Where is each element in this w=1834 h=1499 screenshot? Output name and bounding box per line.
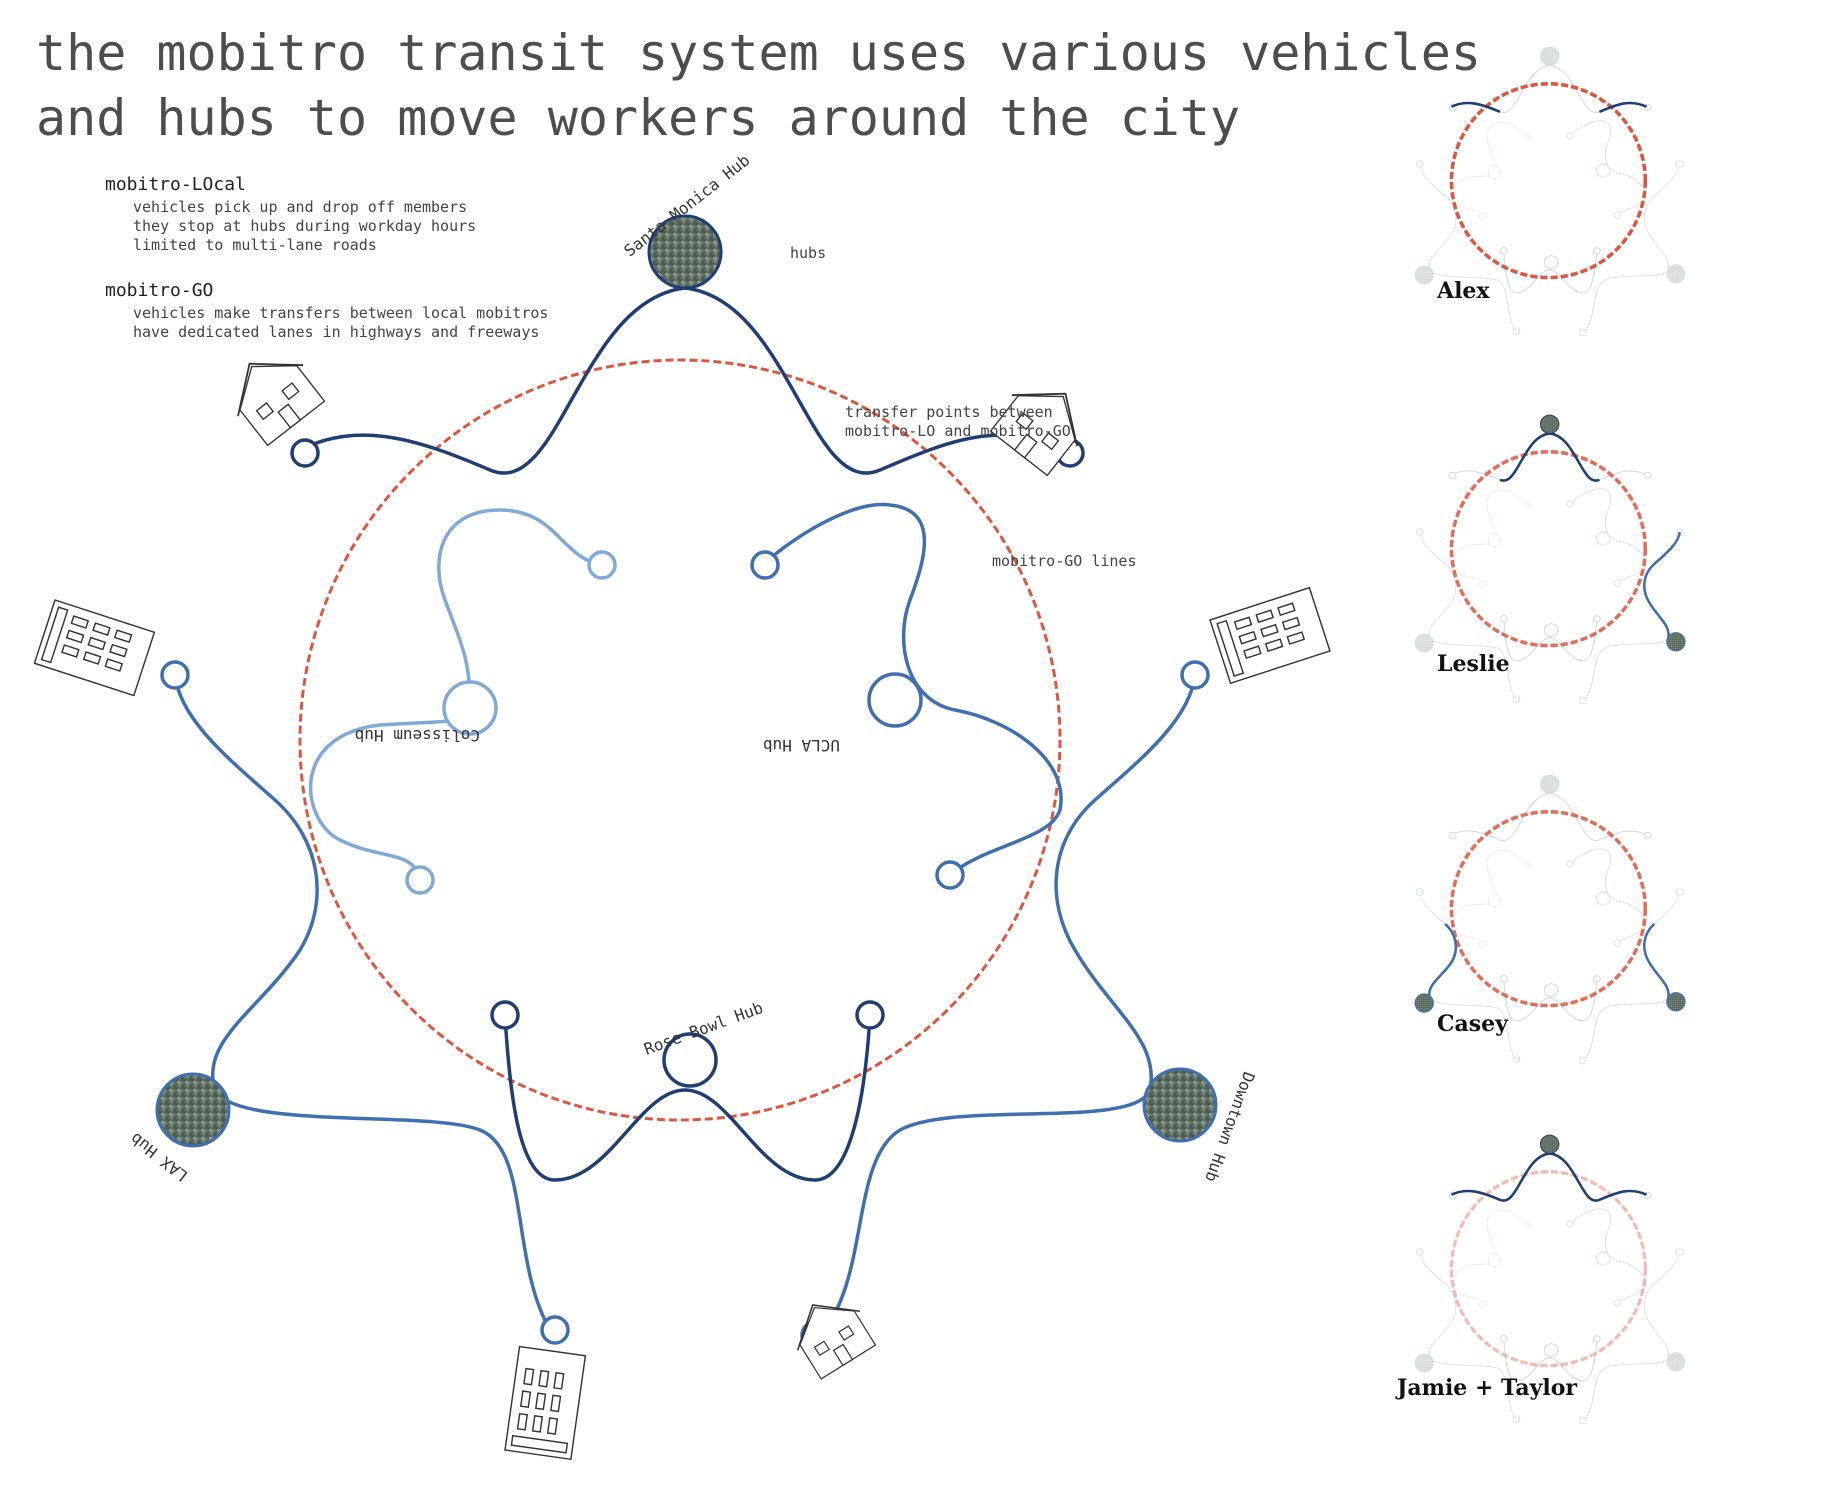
go-lines-annotation: mobitro-GO lines	[992, 552, 1137, 570]
person-label-jamie-taylor: Jamie + Taylor	[1395, 1375, 1577, 1401]
rose-bowl-local-line	[503, 1014, 872, 1182]
lax-hub-photo-icon	[155, 1072, 231, 1148]
legend-local-line-2: they stop at hubs during workday hours	[133, 217, 476, 235]
legend-local-line-3: limited to multi-lane roads	[133, 236, 377, 254]
legend-go-line-1: vehicles make transfers between local mo…	[133, 304, 548, 322]
office-building-icon	[1209, 586, 1331, 684]
terminal-stop	[405, 865, 435, 895]
rose-bowl-hub-node	[662, 1032, 718, 1088]
terminal-stop	[935, 860, 965, 890]
person-label-alex: Alex	[1436, 278, 1490, 304]
ucla-hub-node	[867, 672, 923, 728]
thumbnail-casey	[1414, 774, 1686, 1065]
coliseum-hub-node	[442, 680, 498, 736]
mobitro-go-ring	[298, 358, 1062, 1122]
terminal-stop	[160, 660, 190, 690]
downtown-hub-photo-icon	[1142, 1067, 1218, 1143]
legend-go-heading: mobitro-GO	[105, 280, 213, 301]
lax-local-line	[173, 674, 552, 1331]
terminal-stop	[1180, 660, 1210, 690]
hubs-annotation: hubs	[790, 244, 826, 262]
ucla-local-line	[763, 502, 1063, 877]
coliseum-hub-label: Colisseum Hub	[355, 726, 480, 745]
person-label-casey: Casey	[1437, 1011, 1509, 1037]
house-icon	[216, 337, 330, 450]
thumbnail-leslie	[1414, 414, 1686, 705]
ucla-hub-label: UCLA Hub	[763, 736, 840, 755]
terminal-stop	[290, 438, 320, 468]
transfer-annotation-line-1: transfer points between	[845, 403, 1053, 421]
legend: mobitro-LOcal vehicles pick up and drop …	[105, 174, 548, 341]
office-building-icon	[33, 599, 156, 697]
office-building-icon	[504, 1345, 587, 1460]
person-label-leslie: Leslie	[1437, 651, 1510, 677]
main-network: Santa Monica Hub Colisseum Hub UCLA Hub …	[33, 151, 1331, 1460]
legend-go-line-2: have dedicated lanes in highways and fre…	[133, 323, 539, 341]
house-icon	[780, 1284, 881, 1383]
terminal-stop	[490, 1000, 520, 1030]
downtown-local-line	[818, 674, 1197, 1337]
thumbnail-jamie-taylor	[1414, 1134, 1686, 1425]
legend-local-heading: mobitro-LOcal	[105, 174, 246, 195]
santa-monica-hub-photo-icon	[647, 214, 723, 290]
title-line-2: and hubs to move workers around the city	[36, 89, 1240, 147]
terminal-stop	[587, 550, 617, 580]
title-line-1: the mobitro transit system uses various …	[36, 24, 1481, 82]
legend-local-line-1: vehicles pick up and drop off members	[133, 198, 467, 216]
thumbnail-alex	[1414, 46, 1686, 337]
terminal-stop	[750, 550, 780, 580]
transfer-annotation-line-2: mobitro-LO and mobitro-GO	[845, 422, 1071, 440]
terminal-stop	[855, 1000, 885, 1030]
terminal-stop	[540, 1315, 570, 1345]
